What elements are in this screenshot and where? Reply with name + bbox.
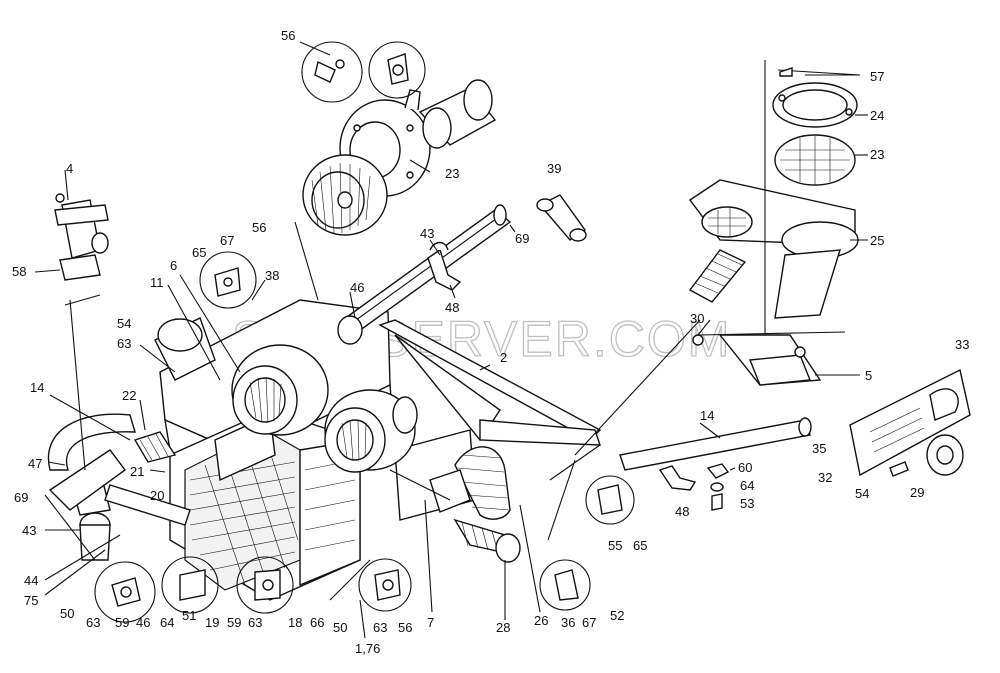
callout-label: 48 — [675, 504, 689, 519]
control-bellows — [688, 249, 846, 386]
blower-right — [324, 389, 418, 473]
callout-label: 56 — [398, 620, 412, 635]
callout-label: 30 — [690, 311, 704, 326]
callout-label: 14 — [700, 408, 714, 423]
valve-58 — [54, 193, 109, 281]
callout-label: 24 — [870, 108, 884, 123]
callout-label: 56 — [252, 220, 266, 235]
callout-label: 69 — [14, 490, 28, 505]
corrugated-hoses — [429, 446, 521, 563]
callout-label: 4 — [66, 161, 73, 176]
callout-label: 50 — [333, 620, 347, 635]
callout-label: 48 — [445, 300, 459, 315]
callout-label: 57 — [870, 69, 884, 84]
heater-housing — [154, 299, 476, 601]
callout-label: 32 — [818, 470, 832, 485]
fan-motor-assembly — [302, 79, 497, 236]
callout-label: 56 — [281, 28, 295, 43]
nozzle-39 — [536, 194, 587, 242]
vent-assembly — [688, 60, 861, 340]
callout-label: 35 — [812, 441, 826, 456]
callout-label: 59 — [115, 615, 129, 630]
callout-label: 63 — [373, 620, 387, 635]
callout-label: 69 — [515, 231, 529, 246]
nut-washer-bolt — [706, 463, 730, 511]
callout-label: 46 — [350, 280, 364, 295]
callout-label: 43 — [22, 523, 36, 538]
callout-label: 18 — [288, 615, 302, 630]
callout-label: 23 — [445, 166, 459, 181]
callout-label: 22 — [122, 388, 136, 403]
detail-circle-56 — [301, 41, 363, 103]
callout-label: 25 — [870, 233, 884, 248]
callout-label: 19 — [205, 615, 219, 630]
hose-22 — [133, 431, 177, 463]
callout-label: 67 — [220, 233, 234, 248]
callout-label: 26 — [534, 613, 548, 628]
air-duct-upper — [337, 204, 512, 345]
callout-label: 46 — [136, 615, 150, 630]
callout-label: 60 — [738, 460, 752, 475]
nameplate — [849, 368, 971, 477]
callout-label: 28 — [496, 620, 510, 635]
callout-label: 67 — [582, 615, 596, 630]
callout-label: 55 — [608, 538, 622, 553]
callout-label: 23 — [870, 147, 884, 162]
callout-label: 39 — [547, 161, 561, 176]
callout-label: 65 — [192, 245, 206, 260]
callout-label: 51 — [182, 608, 196, 623]
detail-circles-bottom — [94, 251, 635, 623]
callout-labels: 56 23 57 24 23 39 25 4 43 69 65 67 56 6 … — [12, 28, 969, 656]
callout-label: 11 — [150, 275, 164, 290]
left-pipe-loop — [47, 294, 191, 561]
callout-label: 54 — [855, 486, 869, 501]
callout-label: 59 — [227, 615, 241, 630]
callout-label: 53 — [740, 496, 754, 511]
callout-label: 52 — [610, 608, 624, 623]
callout-label: 14 — [30, 380, 44, 395]
callout-label: 21 — [130, 464, 144, 479]
callout-label: 36 — [561, 615, 575, 630]
callout-label: 43 — [420, 226, 434, 241]
detail-circle-fastener — [368, 41, 426, 99]
callout-label: 63 — [86, 615, 100, 630]
callout-label: 75 — [24, 593, 38, 608]
callout-label: 20 — [150, 488, 164, 503]
callout-label: 1,76 — [355, 641, 380, 656]
callout-label: 50 — [60, 606, 74, 621]
callout-label: 44 — [24, 573, 38, 588]
callout-label: 54 — [117, 316, 131, 331]
callout-label: 2 — [500, 350, 507, 365]
callout-label: 58 — [12, 264, 26, 279]
callout-label: 64 — [740, 478, 754, 493]
callout-label: 63 — [117, 336, 131, 351]
air-duct-lower-right — [619, 417, 812, 491]
callout-label: 5 — [865, 368, 872, 383]
callout-label: 7 — [427, 615, 434, 630]
callout-label: 29 — [910, 485, 924, 500]
callout-label: 66 — [310, 615, 324, 630]
callout-label: 38 — [265, 268, 279, 283]
blower-left — [231, 344, 329, 436]
callout-label: 65 — [633, 538, 647, 553]
callout-label: 47 — [28, 456, 42, 471]
leader-lines — [34, 41, 868, 639]
frame-bar — [378, 319, 602, 446]
callout-label: 63 — [248, 615, 262, 630]
callout-label: 33 — [955, 337, 969, 352]
callout-label: 64 — [160, 615, 174, 630]
callout-label: 6 — [170, 258, 177, 273]
